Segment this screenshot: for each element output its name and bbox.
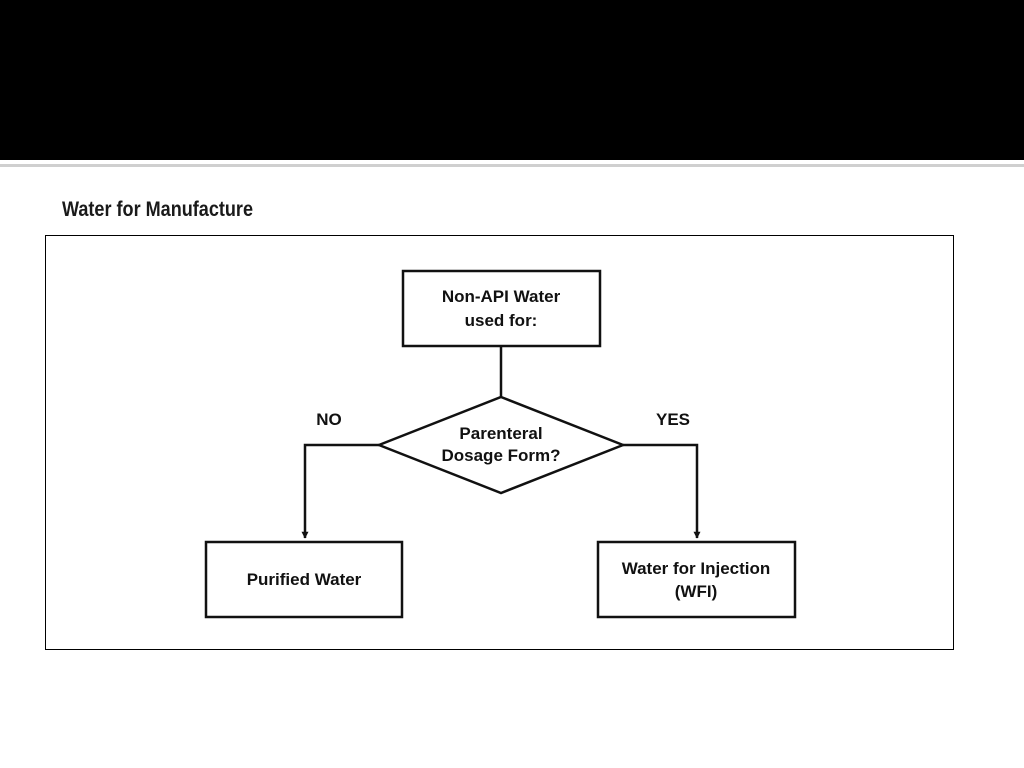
purified-water-box: Purified Water [204,540,404,619]
yes-label: YES [656,410,690,429]
wfi-box: Water for Injection (WFI) [596,540,797,619]
wfi-label-line2: (WFI) [675,582,717,601]
start-box-line1: Non-API Water [442,287,561,306]
decision-line2: Dosage Form? [441,446,560,465]
no-branch-arrow [301,443,379,539]
purified-water-label: Purified Water [247,570,362,589]
wfi-label-line1: Water for Injection [622,559,771,578]
no-label: NO [316,410,342,429]
decision-diamond: Parenteral Dosage Form? [375,395,627,495]
yes-branch-arrow [623,443,701,539]
decision-line1: Parenteral [459,424,542,443]
title-band [0,0,1024,160]
figure-frame [45,235,954,650]
start-box: Non-API Water used for: [401,269,602,348]
figure-title: Water for Manufacture [62,198,254,221]
title-band-rule [0,164,1024,167]
start-box-line2: used for: [465,311,538,330]
